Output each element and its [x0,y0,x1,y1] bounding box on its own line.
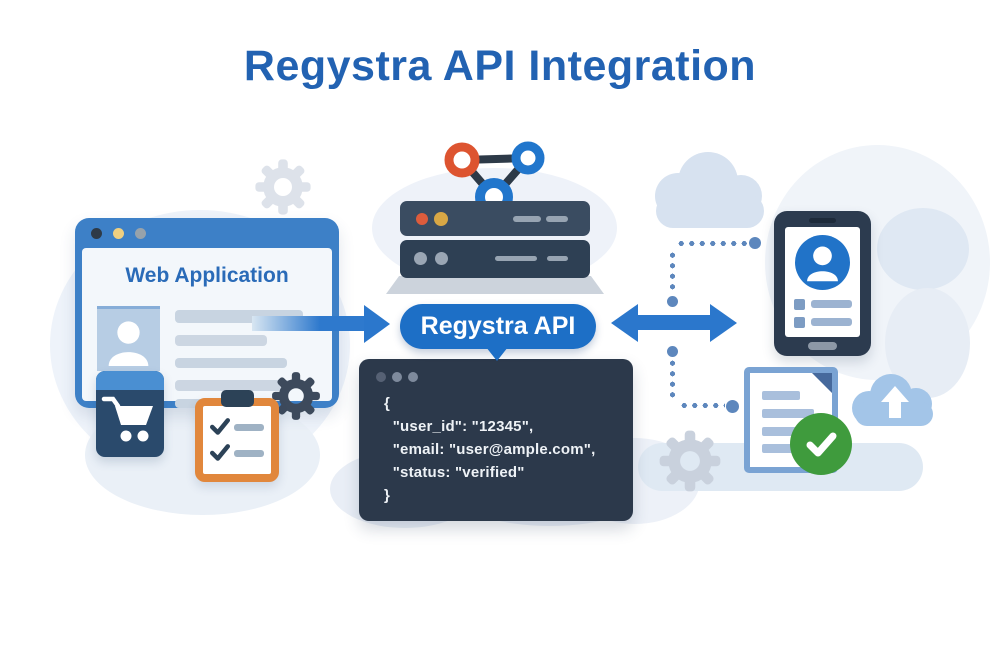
arrow-right-head [364,305,390,343]
window-dot-icon [113,228,124,239]
checklist-line [234,450,264,457]
mobile-phone [774,211,871,356]
list-bullet [794,317,805,328]
web-app-title: Web Application [125,264,289,287]
server-platform [386,276,604,294]
connector-node-dot [667,346,678,357]
dotted-connector [668,358,677,402]
server-led-icon [435,252,448,265]
list-line [811,300,852,308]
window-dot-icon [376,372,386,382]
cloud-icon [648,148,773,233]
gear-icon [253,157,313,217]
api-label-badge: Regystra API [400,304,596,349]
gear-icon [657,428,723,494]
connector-node-dot [726,400,739,413]
clipboard-clip [221,390,254,407]
code-line: "user_id": "12345", [384,418,534,435]
text-placeholder-bar [175,358,287,368]
api-label-pointer [486,347,508,361]
dotted-connector [679,401,725,410]
phone-screen [785,227,860,337]
document-line [762,427,806,436]
code-line: { [384,395,391,412]
text-placeholder-bar [175,380,293,391]
profile-avatar-icon [795,235,850,290]
page-fold [812,373,832,393]
code-snippet: { "user_id": "12345", "email: "user@ampl… [384,392,595,507]
server-slot [546,216,568,222]
background-cloud [877,208,969,290]
cart-tile-header [96,371,164,390]
network-nodes-icon [435,135,555,225]
code-line: "email: "user@ample.com", [384,441,596,458]
document-line [762,409,814,418]
server-slot [495,256,537,261]
document-line [762,444,800,453]
connector-node-dot [667,296,678,307]
dotted-connector [676,239,748,248]
server-led-icon [434,212,448,226]
checkmark-icon [210,444,230,461]
server-unit [400,201,590,236]
code-line: "status: "verified" [384,464,525,481]
window-dot-icon [135,228,146,239]
server-unit [400,240,590,278]
document-line [762,391,800,400]
window-dot-icon [408,372,418,382]
double-arrow-icon [636,315,712,330]
code-line: } [384,487,391,504]
cloud-upload-icon [843,374,947,428]
phone-speaker [809,218,836,223]
page-title: Regystra API Integration [243,42,757,90]
user-avatar-icon [108,321,149,367]
double-arrow-left-head [611,304,638,342]
list-bullet [794,299,805,310]
gear-icon [270,370,322,422]
dotted-connector [668,250,677,294]
checklist-line [234,424,264,431]
verified-check-icon [790,413,852,475]
server-led-icon [414,252,427,265]
shopping-cart-icon [96,371,164,457]
arrow-right-icon [252,316,365,331]
avatar-placeholder [97,306,160,371]
window-dot-icon [392,372,402,382]
text-placeholder-bar [175,335,267,346]
list-line [811,318,852,326]
clipboard-checklist-icon [195,398,279,482]
server-led-icon [416,213,428,225]
phone-home-button [808,342,837,350]
server-slot [513,216,541,222]
checkmark-icon [210,418,230,435]
api-label-text: Regystra API [420,312,576,340]
connector-node-dot [749,237,761,249]
double-arrow-right-head [710,304,737,342]
server-slot [547,256,568,261]
window-dot-icon [91,228,102,239]
code-window: { "user_id": "12345", "email: "user@ampl… [359,359,633,521]
